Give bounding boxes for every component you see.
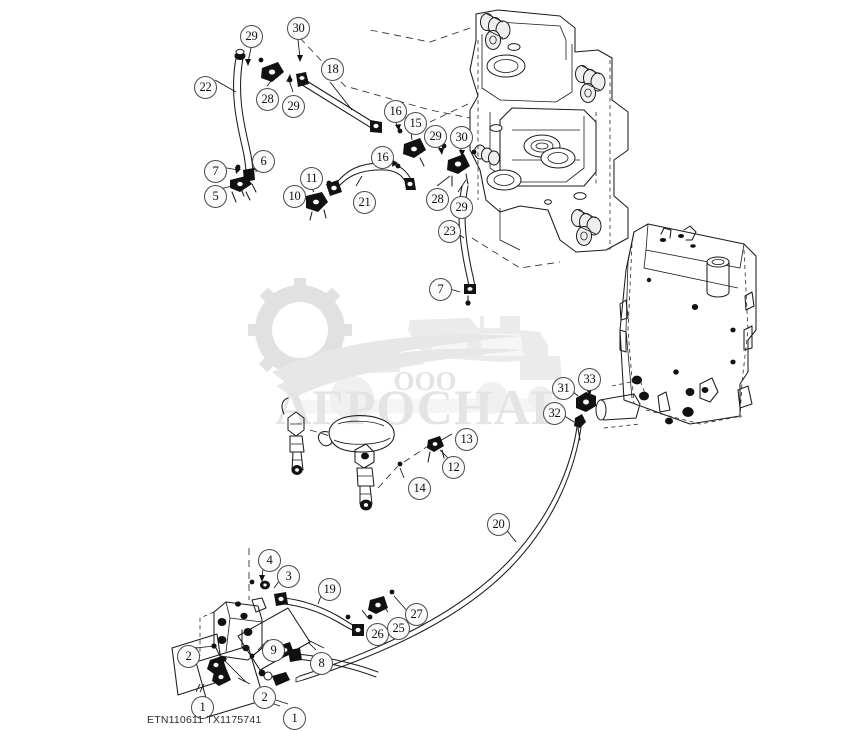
callout-bubble-10[interactable]: 10	[283, 185, 306, 208]
callout-bubble-6[interactable]: 6	[252, 150, 275, 173]
callout-bubble-7[interactable]: 7	[429, 278, 452, 301]
callout-bubble-2[interactable]: 2	[177, 645, 200, 668]
callout-bubble-25[interactable]: 25	[387, 617, 410, 640]
callout-bubble-29[interactable]: 29	[240, 25, 263, 48]
callout-bubble-23[interactable]: 23	[438, 220, 461, 243]
callout-bubble-20[interactable]: 20	[487, 513, 510, 536]
callout-bubble-16[interactable]: 16	[371, 146, 394, 169]
callout-bubble-29[interactable]: 29	[282, 95, 305, 118]
hose-22-assembly	[232, 48, 257, 197]
fitting-group-28-29-30-lower	[441, 143, 477, 187]
drawing-footer-code: ETN110611 TX1175741	[147, 714, 262, 726]
callout-bubble-29[interactable]: 29	[450, 196, 473, 219]
hydraulic-reservoir-panel	[619, 223, 757, 425]
fitting-group-28-29-30-upper	[258, 57, 293, 83]
hydraulic-cylinder-pair	[281, 397, 445, 511]
callout-bubble-1[interactable]: 1	[283, 707, 306, 730]
callout-bubble-27[interactable]: 27	[405, 603, 428, 626]
callout-bubble-1[interactable]: 1	[191, 696, 214, 719]
callout-bubble-31[interactable]: 31	[552, 377, 575, 400]
callout-bubble-3[interactable]: 3	[277, 565, 300, 588]
fitting-group-15-16	[395, 128, 426, 169]
callout-bubble-30[interactable]: 30	[450, 126, 473, 149]
callout-bubble-12[interactable]: 12	[442, 456, 465, 479]
callout-bubble-26[interactable]: 26	[366, 623, 389, 646]
boss-stack-right-lower	[571, 209, 602, 246]
callout-bubble-18[interactable]: 18	[321, 58, 344, 81]
callout-bubble-16[interactable]: 16	[384, 100, 407, 123]
callout-bubble-33[interactable]: 33	[578, 368, 601, 391]
callout-bubble-28[interactable]: 28	[426, 188, 449, 211]
callout-bubble-30[interactable]: 30	[287, 17, 310, 40]
callout-bubble-19[interactable]: 19	[318, 578, 341, 601]
callout-bubble-21[interactable]: 21	[353, 191, 376, 214]
outlet-port-tube	[595, 379, 647, 429]
boss-stack-right-upper	[575, 65, 606, 103]
hose-21-assembly	[306, 162, 416, 221]
callout-bubble-13[interactable]: 13	[455, 428, 478, 451]
callout-bubble-9[interactable]: 9	[262, 639, 285, 662]
callout-bubble-29[interactable]: 29	[424, 125, 447, 148]
callout-bubble-22[interactable]: 22	[194, 76, 217, 99]
callout-bubble-28[interactable]: 28	[256, 88, 279, 111]
boss-stack-top	[480, 13, 511, 50]
fitting-group-31-33-32	[574, 392, 596, 441]
callout-bubble-7[interactable]: 7	[204, 160, 227, 183]
long-hydraulic-hose	[258, 419, 583, 686]
callout-bubble-5[interactable]: 5	[204, 185, 227, 208]
callout-bubble-8[interactable]: 8	[310, 652, 333, 675]
callout-bubble-4[interactable]: 4	[258, 549, 281, 572]
hose-18-assembly	[296, 72, 382, 133]
filler-neck	[706, 256, 730, 298]
callout-bubble-15[interactable]: 15	[404, 112, 427, 135]
hose-end-fitting	[258, 669, 290, 686]
callout-bubble-2[interactable]: 2	[253, 686, 276, 709]
callout-bubble-32[interactable]: 32	[543, 402, 566, 425]
hose-19-assembly	[274, 589, 395, 636]
control-valve-block	[199, 548, 267, 661]
callout-bubble-14[interactable]: 14	[408, 477, 431, 500]
callout-bubble-11[interactable]: 11	[300, 167, 323, 190]
fitting-group-3-4	[249, 579, 270, 590]
